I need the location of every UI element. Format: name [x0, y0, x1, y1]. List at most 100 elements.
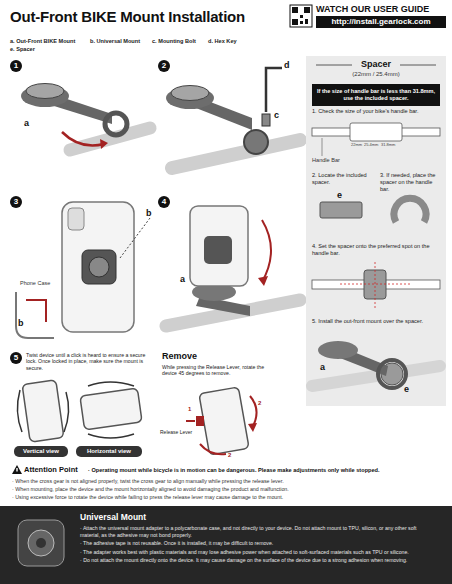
url-box: http://install.gearlock.com [316, 16, 446, 28]
part-name: a. Out-Front BIKE Mount [10, 38, 75, 45]
remove-illustration [186, 387, 257, 455]
note-box: If the size of handle bar is less than 3… [312, 84, 440, 106]
page-title: Out-Front BIKE Mount Installation [10, 8, 245, 26]
panel-background [306, 56, 446, 406]
step-text: 5. Install the out-front mount over the … [312, 318, 442, 325]
qr-cell [300, 21, 303, 24]
peel-arrow [26, 300, 46, 322]
step-text: Twist device until a click is heard to e… [26, 352, 152, 371]
handlebar-drawing [312, 123, 440, 156]
node-text: Horizontal view [76, 446, 142, 457]
node-text: 1 [10, 60, 22, 72]
step-number: 4 [158, 196, 170, 208]
qr-frame [290, 5, 312, 27]
callout-letter: c [274, 110, 279, 121]
part-name: d. Hex Key [208, 38, 237, 45]
dimension: 31.8mm [381, 143, 395, 148]
part-name: Release Lever [160, 429, 194, 435]
callout-letter: e [404, 384, 409, 395]
step-number: 5 [10, 352, 22, 364]
mount-plate [171, 86, 209, 101]
callout-letter: a [24, 118, 29, 129]
step5-illustration [17, 380, 142, 442]
phone-case [62, 202, 134, 332]
node-text: · The adhesive tape is not reusable. Onc… [80, 540, 436, 547]
part-name: Phone Case [20, 280, 50, 287]
part-name: c. Mounting Bolt [152, 38, 196, 45]
hex-key [266, 68, 282, 112]
mounting-bolt [262, 114, 270, 126]
bar-center [350, 123, 402, 141]
node-text: Universal Mount [80, 512, 440, 522]
mount-over-spacer-drawing [312, 341, 440, 388]
qr-cell [305, 19, 308, 24]
qr-code [290, 5, 312, 27]
callout-letter: d [284, 60, 290, 71]
spacer-drawing [320, 198, 426, 222]
handle-bar [172, 140, 300, 168]
rotate-arrow [200, 444, 226, 454]
mount-clamp [378, 360, 406, 388]
node-text: 4 [158, 196, 170, 208]
mount-plate [26, 84, 64, 99]
step-text: 2. Locate the included spacer. [312, 172, 374, 186]
universal-mount-plate [82, 250, 116, 284]
step-text: 1. Check the size of your bike's handle … [312, 108, 442, 115]
callout-number: 2 [228, 452, 231, 459]
leader-line [322, 138, 323, 156]
node-text: (22mm / 25.4mm) [306, 71, 446, 78]
node-text: · The adapter works best with plastic ma… [80, 549, 436, 556]
step-text: While pressing the Release Lever, rotate… [162, 364, 270, 377]
phone [199, 387, 249, 455]
arrow-head [258, 276, 268, 286]
phone-vertical [22, 380, 64, 442]
mount-head [318, 341, 358, 359]
node-text: 2 [158, 60, 170, 72]
callout-letter: a [180, 274, 185, 285]
view-pill: Vertical view [14, 446, 68, 457]
guide-line [340, 284, 412, 285]
guide-line [375, 262, 376, 308]
callout-letter: b [18, 318, 24, 329]
attention-note: · Operating mount while bicycle is in mo… [88, 467, 448, 474]
attention-bullet: · When the cross gear is not aligned pro… [12, 478, 444, 484]
callout-letter: a [320, 362, 325, 373]
qr-cell [292, 7, 298, 13]
rotate-arrow [64, 392, 69, 432]
dimension: 22mm [351, 143, 362, 148]
callout-number: 1 [188, 406, 191, 413]
callout-letter: e [337, 190, 342, 201]
step3-illustration [16, 202, 150, 338]
rotate-arrow [88, 382, 134, 386]
rotate-arrow [17, 390, 22, 432]
arrow [262, 220, 271, 282]
node-text: Spacer [306, 59, 446, 70]
case-corner [16, 292, 54, 338]
part-name: b. Universal Mount [90, 38, 140, 45]
leader-line [120, 218, 150, 258]
step-text: 4. Set the spacer onto the preferred spo… [312, 243, 442, 257]
universal-mount-band: Universal Mount· Attach the universal mo… [0, 506, 452, 584]
step-text: 3. If needed, place the spacer on the ha… [380, 172, 442, 192]
mount-socket [89, 257, 109, 277]
guide-heading: WATCH OUR USER GUIDE [316, 4, 429, 15]
node-text: Vertical view [14, 446, 68, 457]
callout-letter: b [146, 208, 152, 219]
qr-cell [300, 15, 303, 18]
node-text: · Do not attach the mount directly onto … [80, 557, 436, 564]
spacer-on-bar-drawing [312, 262, 440, 308]
step-number: 1 [10, 60, 22, 72]
part-name: e. Spacer [10, 46, 35, 53]
press-arrow [186, 420, 195, 422]
spacer-ring [394, 198, 426, 222]
release-lever [196, 416, 204, 426]
node-text: http://install.gearlock.com [316, 16, 446, 28]
rotate-arrow [88, 434, 134, 438]
camera [68, 208, 84, 230]
arrow [62, 132, 104, 146]
step4-illustration [166, 206, 300, 326]
callout-number: 2 [258, 400, 261, 407]
section-heading: Remove [162, 351, 197, 362]
node-text: 5 [10, 352, 22, 364]
